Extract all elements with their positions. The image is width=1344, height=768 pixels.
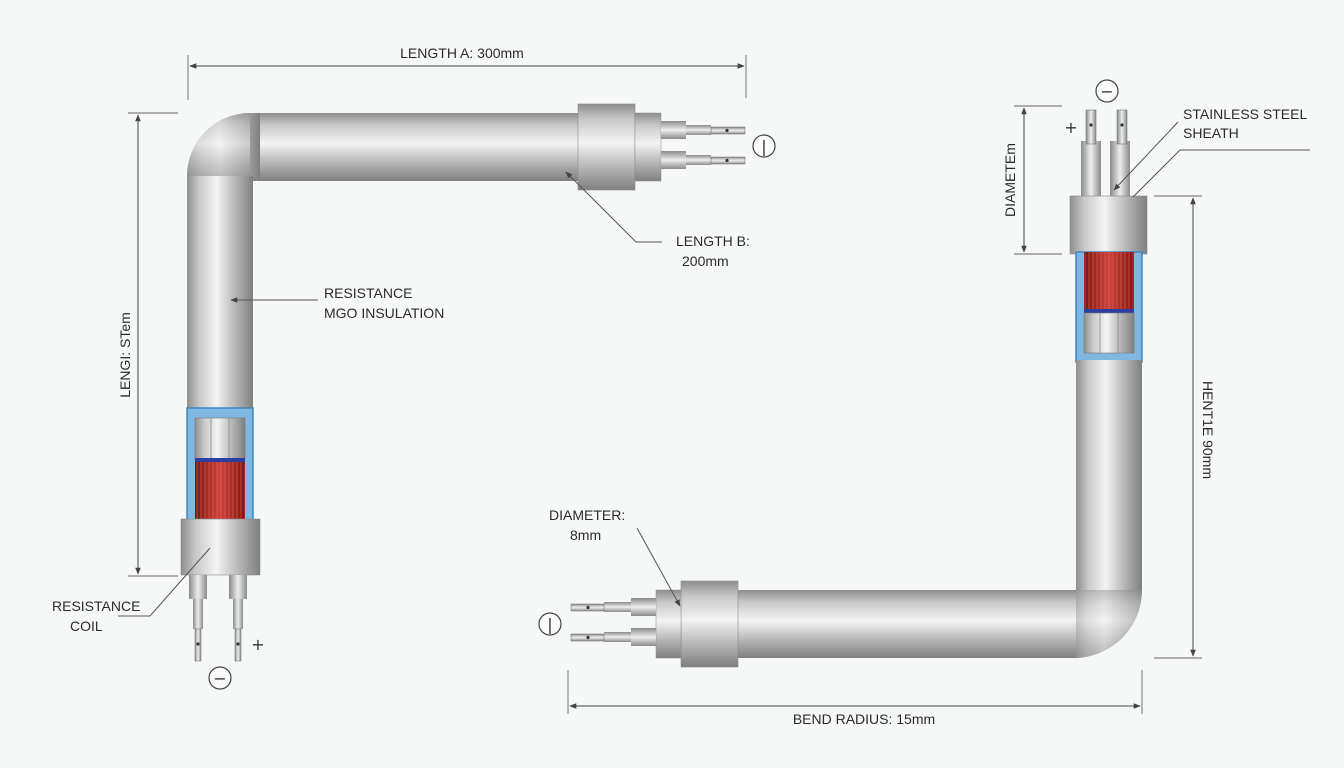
right-heater bbox=[570, 109, 1148, 668]
plus-terminal-top-right: + bbox=[1064, 118, 1077, 137]
dimension-lines bbox=[128, 55, 1202, 714]
minus-terminal-bottom-left bbox=[208, 666, 232, 690]
left-vertical-tube bbox=[187, 176, 253, 410]
left-cutaway bbox=[186, 407, 254, 521]
right-cutaway bbox=[1075, 251, 1143, 363]
minus-terminal-bottom-left-text: − bbox=[213, 669, 226, 688]
minus-terminal-top-right-text: − bbox=[1100, 82, 1113, 101]
left-bottom-fitting bbox=[180, 518, 261, 576]
stainless-label-line2: SHEATH bbox=[1183, 125, 1239, 141]
bar-terminal-top-text: | bbox=[761, 137, 766, 156]
bend-radius-label: BEND RADIUS: 15mm bbox=[793, 711, 935, 727]
length-b-label-line2: 200mm bbox=[682, 253, 729, 269]
left-length-label: LENGI: STem bbox=[117, 312, 133, 398]
bar-terminal-bottom bbox=[538, 612, 562, 636]
resistance-coil-label-line1: RESISTANCE bbox=[52, 598, 140, 614]
leader-lines bbox=[118, 121, 1310, 617]
right-vertical-tube bbox=[1076, 360, 1142, 592]
plus-terminal-bottom-left: + bbox=[251, 635, 264, 654]
stainless-label-line1: STAINLESS STEEL bbox=[1183, 106, 1307, 122]
labels: LENGTH A: 300mm LENGTH B: 200mm RESISTAN… bbox=[52, 45, 1307, 727]
resistance-mgo-label-line1: RESISTANCE bbox=[324, 285, 412, 301]
left-horizontal-tube bbox=[250, 113, 585, 181]
diameter-label-line1: DIAMETER: bbox=[549, 507, 625, 523]
minus-terminal-top-right bbox=[1095, 79, 1119, 103]
resistance-mgo-label-line2: MGO INSULATION bbox=[324, 305, 444, 321]
terminal-symbols: − + | − + | bbox=[208, 79, 1119, 690]
resistance-coil-label-line2: COIL bbox=[70, 618, 103, 634]
right-top-fitting bbox=[1069, 195, 1148, 255]
length-a-label: LENGTH A: 300mm bbox=[400, 45, 524, 61]
right-left-fitting bbox=[680, 580, 739, 668]
bar-terminal-bottom-text: | bbox=[547, 615, 552, 634]
diameter-vertical-label: DIAMETEm bbox=[1002, 143, 1018, 217]
length-b-label-line1: LENGTH B: bbox=[676, 233, 750, 249]
right-horizontal-tube bbox=[736, 590, 1076, 658]
diameter-label-line2: 8mm bbox=[570, 527, 601, 543]
right-height-label: HENT1E 90mm bbox=[1200, 381, 1216, 479]
left-right-fitting bbox=[577, 103, 636, 191]
left-heater bbox=[180, 103, 746, 662]
bar-terminal-top bbox=[752, 134, 776, 158]
